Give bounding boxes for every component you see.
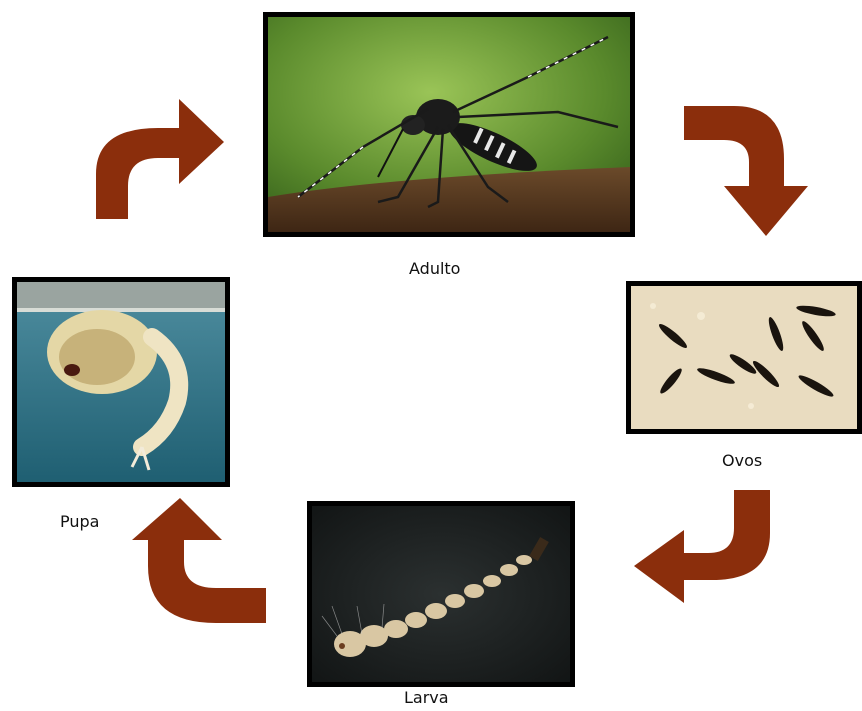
pupa-photo <box>12 277 230 487</box>
arrow-eggs-to-larva-icon <box>632 488 772 605</box>
arrow-larva-to-pupa-icon <box>132 496 268 627</box>
adult-photo <box>263 12 635 237</box>
eggs-photo <box>626 281 862 434</box>
arrow-adult-to-eggs-icon <box>684 104 809 237</box>
pupa-label: Pupa <box>60 514 99 530</box>
larva-photo <box>307 501 575 687</box>
arrow-pupa-to-adult-icon <box>96 96 226 221</box>
larva-label: Larva <box>404 690 449 706</box>
eggs-label: Ovos <box>722 453 762 469</box>
arrow-shape <box>96 99 224 219</box>
adult-label: Adulto <box>409 261 460 277</box>
